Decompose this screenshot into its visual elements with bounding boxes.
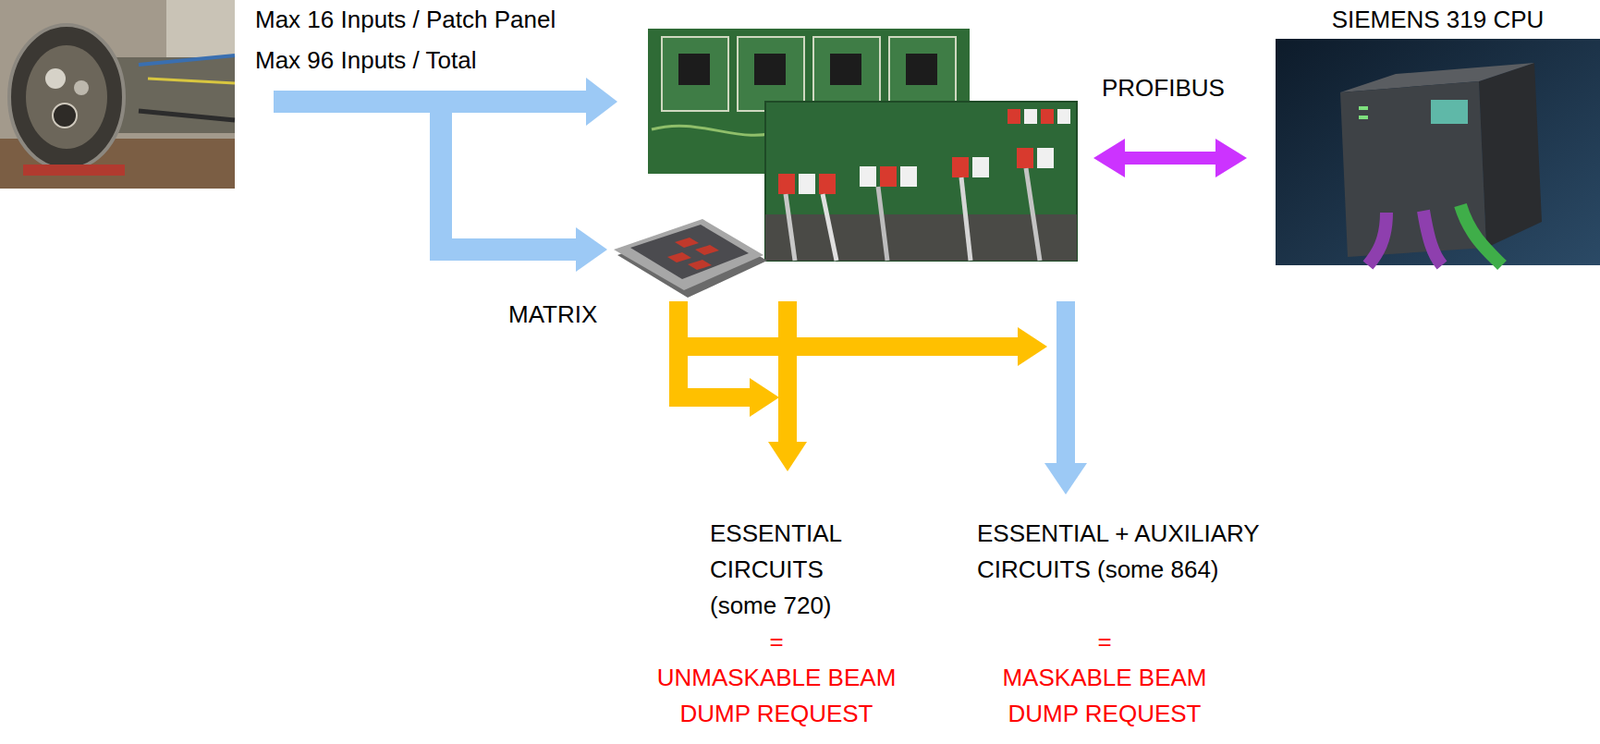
terminal [778, 173, 795, 195]
port [73, 80, 89, 96]
circuit-title: ESSENTIAL CIRCUITS (some 720) [709, 515, 877, 624]
arrow-head [1044, 463, 1088, 495]
arrow-head [768, 441, 807, 472]
port [52, 103, 77, 128]
cpu-side [1478, 62, 1542, 248]
terminal [952, 157, 969, 178]
profibus-arrow [1093, 138, 1247, 178]
flange [9, 24, 124, 170]
detector-photo [0, 0, 235, 189]
cable [1460, 205, 1503, 266]
chip-die [695, 244, 720, 256]
cable [785, 194, 795, 261]
terminal [818, 173, 836, 195]
daughter-board [813, 36, 880, 111]
arrow-head [1017, 327, 1048, 367]
circuit-group: ESSENTIAL + AUXILIARY CIRCUITS (some 864… [942, 494, 1313, 733]
terminal [1040, 109, 1054, 124]
port [45, 68, 66, 89]
terminal [798, 173, 816, 195]
stand [23, 164, 125, 176]
cable [1025, 168, 1040, 261]
led [1358, 106, 1368, 110]
bus-label: PROFIBUS [1101, 70, 1225, 107]
chip-top [630, 224, 749, 280]
board-output-arrow [1044, 301, 1088, 495]
chip-label: MATRIX [508, 296, 598, 333]
terminal [1007, 109, 1021, 124]
cable [147, 78, 235, 84]
cable [138, 55, 235, 65]
terminal [1057, 109, 1071, 124]
daughter-board [737, 36, 805, 111]
cable [1367, 212, 1387, 266]
equals-sign: = [637, 623, 916, 660]
terminal [1037, 147, 1054, 169]
connector-arrow [678, 301, 1048, 367]
equals-sign: = [942, 623, 1313, 660]
cpu-photo [1275, 38, 1600, 266]
chip-die [687, 259, 712, 270]
input-note: Max 16 Inputs / Patch Panel [255, 1, 556, 38]
terminal [1016, 147, 1034, 169]
chip-die [667, 252, 692, 263]
arrow-head [586, 77, 618, 126]
chip [678, 53, 710, 86]
connector-arrow [768, 301, 807, 472]
dump-request: UNMASKABLE BEAM DUMP REQUEST [637, 659, 916, 733]
chip [754, 53, 786, 86]
cable [138, 110, 235, 121]
pcb [765, 101, 1077, 261]
matrix-branch-arrow [678, 346, 780, 417]
cpu-label: SIEMENS 319 CPU [1275, 0, 1600, 38]
daughter-boards [661, 36, 956, 111]
arrow-head [1093, 138, 1125, 178]
arrow-shaft [1123, 151, 1218, 165]
cpu-panel [1430, 99, 1468, 124]
terminal [972, 157, 990, 178]
cable-bundle [765, 214, 1077, 261]
fpga-chip [613, 219, 768, 298]
cable [961, 177, 971, 261]
photo-ground [0, 0, 235, 189]
arrow-head [749, 378, 780, 417]
arrow-shaft [678, 301, 1020, 347]
terminal [859, 166, 877, 187]
daughter-board [889, 36, 956, 111]
cable [878, 186, 888, 261]
arrow-shaft [778, 301, 797, 444]
input-note: Max 96 Inputs / Total [255, 42, 477, 79]
terminal [879, 166, 897, 187]
dump-request: MASKABLE BEAM DUMP REQUEST [942, 659, 1313, 733]
led [1358, 115, 1368, 120]
circuit-group: ESSENTIAL CIRCUITS (some 720)=UNMASKABLE… [637, 471, 916, 733]
arrow-shaft [440, 101, 578, 250]
cable [822, 194, 837, 261]
cable [1423, 210, 1442, 266]
flange-inner [25, 45, 108, 149]
chip [905, 53, 938, 86]
cpu-module: SIEMENS 319 CPU [1275, 0, 1600, 266]
arrow-head [575, 227, 608, 272]
matrix-chip: MATRIX [611, 219, 802, 302]
photo-ground [1275, 38, 1600, 266]
terminal [1024, 109, 1038, 124]
input-arrows [273, 77, 618, 272]
terminal [900, 166, 917, 187]
daughter-board [661, 36, 729, 111]
circuit-title: ESSENTIAL + AUXILIARY CIRCUITS (some 864… [977, 515, 1310, 624]
chip-die [674, 237, 699, 248]
chip [830, 53, 862, 86]
arrow-head [1215, 138, 1247, 178]
chip-body [613, 219, 764, 291]
arrow-shaft [1056, 301, 1075, 465]
